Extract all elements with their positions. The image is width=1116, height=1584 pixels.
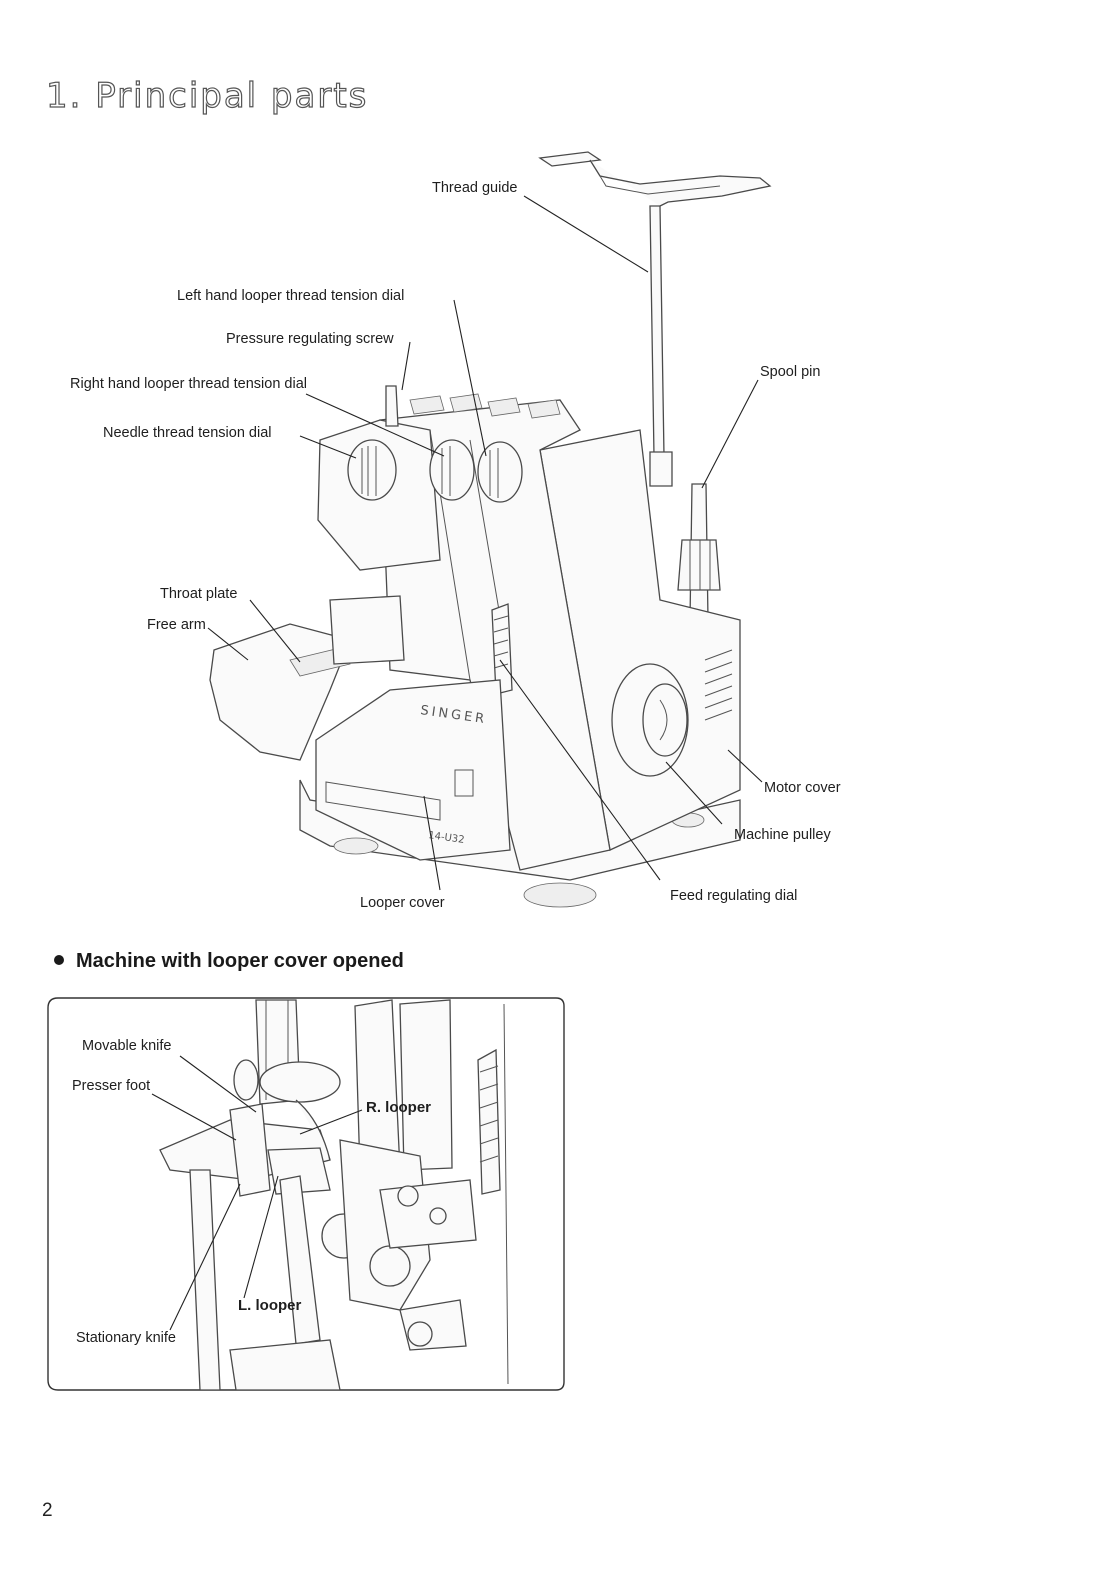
label-looper-cover: Looper cover — [360, 895, 445, 911]
detail-leader-lines — [151, 1055, 363, 1331]
label-l-looper: L. looper — [238, 1297, 301, 1314]
label-r-looper: R. looper — [366, 1099, 431, 1116]
detail-frame — [47, 997, 565, 1391]
machine-body-drawing: SINGER 14-U32 — [209, 385, 741, 908]
label-spool-pin: Spool pin — [760, 364, 820, 380]
leader-lines — [207, 195, 763, 891]
section-heading-text: Machine with looper cover opened — [76, 950, 404, 972]
label-left-hand-looper-dial: Left hand looper thread tension dial — [177, 288, 404, 304]
label-machine-pulley: Machine pulley — [734, 827, 831, 843]
label-throat-plate: Throat plate — [160, 586, 237, 602]
label-free-arm: Free arm — [147, 617, 206, 633]
label-pressure-screw: Pressure regulating screw — [226, 331, 394, 347]
section-heading: Machine with looper cover opened — [54, 950, 404, 973]
principal-parts-figure: SINGER 14-U32 Thread guide Left hand loo… — [70, 151, 841, 911]
label-needle-dial: Needle thread tension dial — [103, 425, 271, 441]
spool-pin-drawing — [649, 451, 721, 621]
bullet-icon — [54, 954, 64, 965]
label-presser-foot: Presser foot — [72, 1078, 150, 1094]
model-badge: 14-U32 — [428, 830, 466, 846]
detail-mechanism-drawing — [159, 999, 509, 1391]
label-movable-knife: Movable knife — [82, 1038, 171, 1054]
page-number: 2 — [42, 1500, 53, 1521]
thread-guide-drawing — [538, 151, 772, 457]
label-motor-cover: Motor cover — [764, 780, 841, 796]
label-feed-dial: Feed regulating dial — [670, 888, 797, 904]
label-stationary-knife: Stationary knife — [76, 1330, 176, 1346]
label-right-hand-looper-dial: Right hand looper thread tension dial — [70, 376, 307, 392]
label-thread-guide: Thread guide — [432, 180, 517, 196]
page-title: 1. Principal parts — [45, 75, 369, 116]
